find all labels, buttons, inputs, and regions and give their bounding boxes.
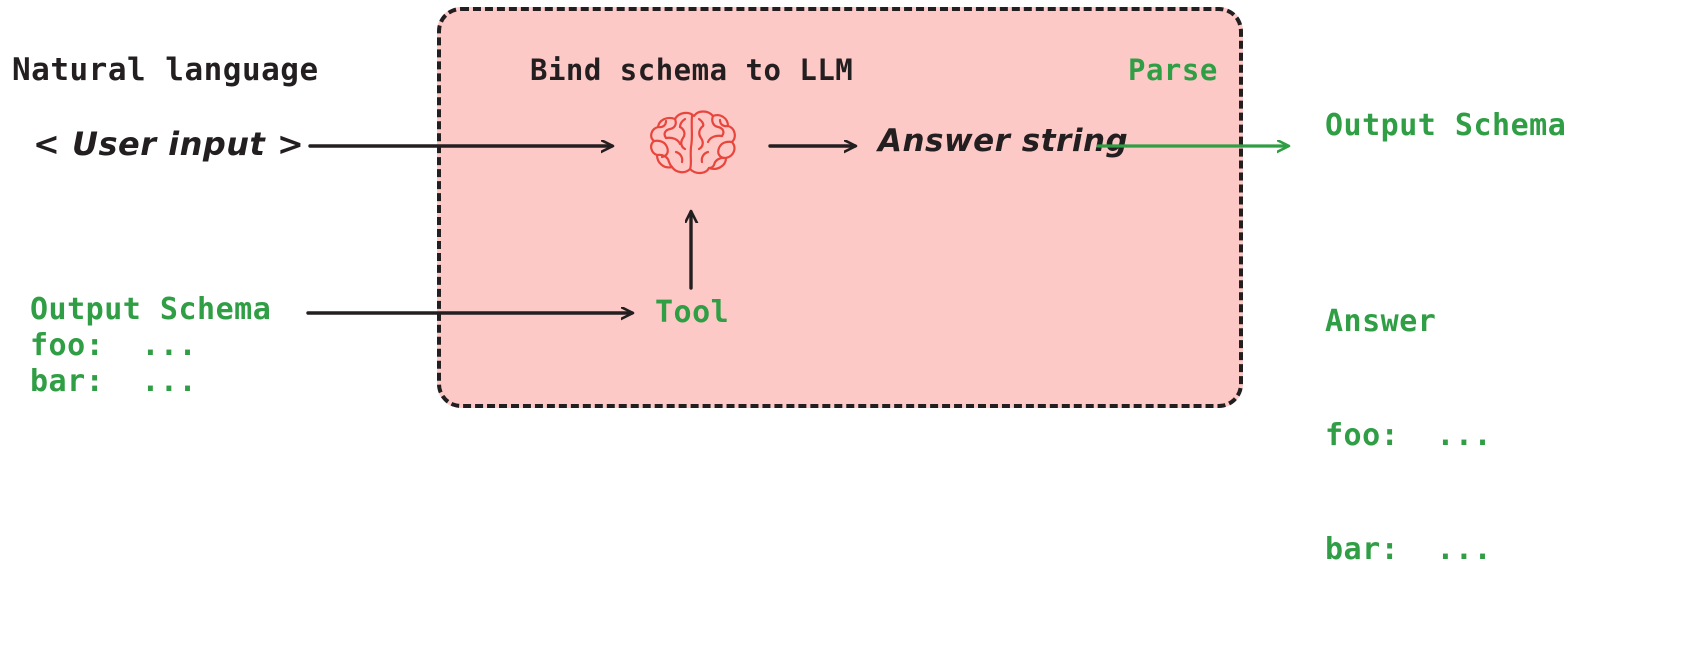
answer-string-label: Answer string — [878, 123, 1129, 159]
diagram-canvas: Natural language < User input > Output S… — [12, 7, 1566, 567]
brain-icon — [645, 107, 743, 177]
schema-spacer — [1325, 221, 1566, 227]
right-schema-bar-line: bar: ... — [1325, 532, 1493, 567]
bind-schema-label: Bind schema to LLM — [530, 53, 854, 87]
parse-label: Parse — [1128, 53, 1218, 87]
right-output-schema-block: Output Schema Answer foo: ... bar: ... — [1325, 31, 1566, 645]
llm-panel — [437, 7, 1243, 408]
tool-label: Tool — [655, 295, 730, 330]
right-schema-answer-line: Answer — [1325, 304, 1437, 339]
natural-language-label: Natural language — [12, 52, 319, 88]
user-input-label: < User input > — [33, 125, 305, 163]
right-schema-heading: Output Schema — [1325, 108, 1567, 143]
right-schema-foo-line: foo: ... — [1325, 418, 1493, 453]
left-output-schema-block: Output Schema foo: ... bar: ... — [30, 292, 272, 399]
